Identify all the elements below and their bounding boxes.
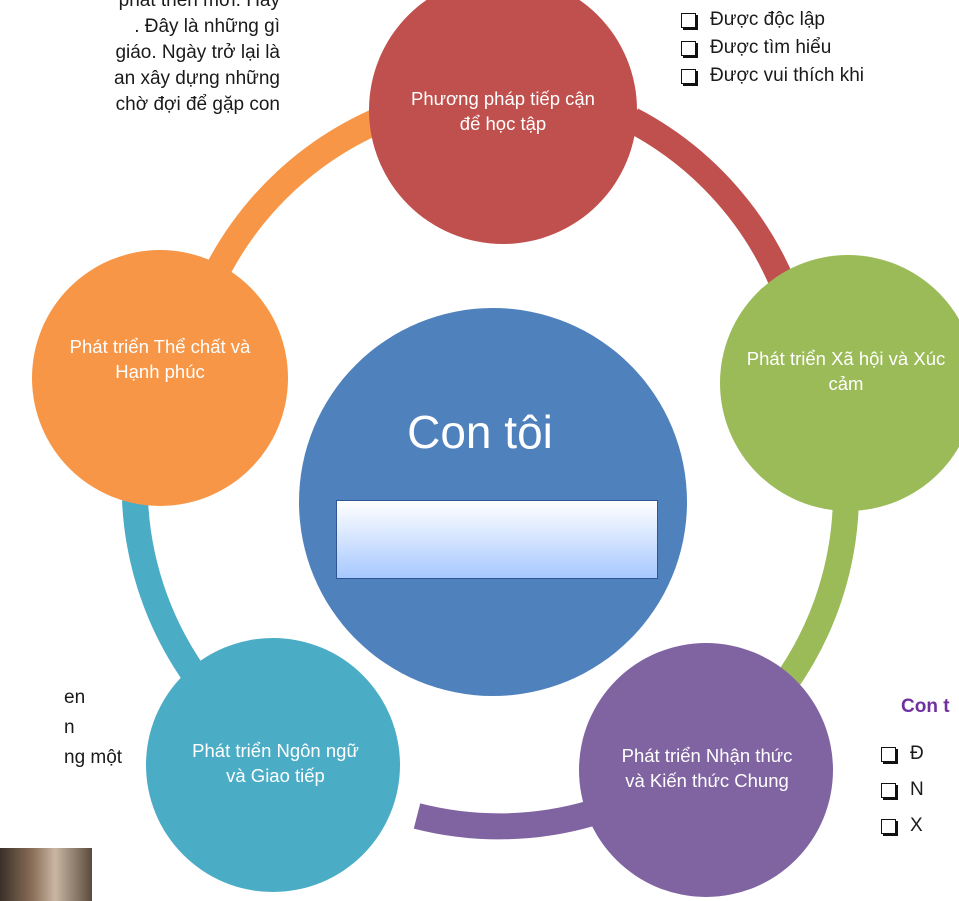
node-label: Phát triển Ngôn ngữ và Giao tiếp — [192, 740, 359, 786]
intro-line: giáo. Ngày trở lại là — [115, 42, 280, 63]
node-label: Phát triển Nhận thức và Kiến thức Chung — [621, 745, 793, 791]
checklist-item: Đ — [881, 736, 924, 772]
checklist-item-label: N — [910, 779, 924, 800]
checklist-item-label: Đ — [910, 743, 924, 764]
intro-line: an xây dựng những — [114, 68, 280, 89]
arc-connector — [208, 110, 381, 273]
checkbox-icon — [881, 746, 896, 762]
checkbox-icon — [681, 12, 696, 28]
arc-connector — [774, 491, 860, 692]
checklist-item: X — [881, 808, 924, 844]
checklist-item-label: Được vui thích khi — [710, 65, 865, 86]
node-social-emotional — [720, 255, 959, 511]
intro-line: . Đây là những gì — [134, 16, 280, 37]
checklist-item-label: Được độc lập — [710, 9, 825, 30]
checklist-item: N — [881, 772, 924, 808]
node-label: Phát triển Thể chất và Hạnh phúc — [69, 336, 251, 382]
center-text-box — [336, 500, 658, 579]
arc-connector — [413, 800, 596, 840]
intro-line: phát triển mới. Hãy — [118, 0, 280, 11]
photo — [0, 848, 92, 901]
paragraph-line: en — [64, 687, 86, 708]
paragraph-line: n — [64, 717, 75, 738]
checklist-item: Được tìm hiểu — [681, 34, 864, 62]
top-checklist: Được độc lập Được tìm hiểu Được vui thíc… — [681, 6, 864, 90]
bottom-left-paragraph: en n ng một — [64, 683, 122, 773]
arc-connector — [625, 108, 794, 288]
checklist-item: Được độc lập — [681, 6, 864, 34]
node-label: Phương pháp tiếp cận để học tập — [411, 88, 595, 134]
node-label: Phát triển Xã hội và Xúc cảm — [746, 348, 946, 394]
paragraph-line: ng một — [64, 747, 123, 768]
node-approaches-to-learning — [369, 0, 637, 244]
checkbox-icon — [681, 68, 696, 84]
intro-line: chờ đợi để gặp con — [115, 94, 280, 115]
bottom-checklist: Đ N X — [881, 736, 924, 844]
center-title: Con tôi — [407, 406, 553, 458]
node-language — [146, 638, 400, 892]
checklist-item-label: X — [910, 815, 923, 836]
checklist-item-label: Được tìm hiểu — [710, 37, 832, 58]
arc-connector — [122, 499, 216, 698]
checklist-item: Được vui thích khi — [681, 62, 864, 90]
section-heading: Con t — [901, 696, 950, 717]
checkbox-icon — [881, 782, 896, 798]
node-physical — [32, 250, 288, 506]
intro-paragraph: phát triển mới. Hãy . Đây là những gì gi… — [0, 0, 280, 118]
checkbox-icon — [681, 40, 696, 56]
checkbox-icon — [881, 818, 896, 834]
node-cognitive — [579, 643, 833, 897]
